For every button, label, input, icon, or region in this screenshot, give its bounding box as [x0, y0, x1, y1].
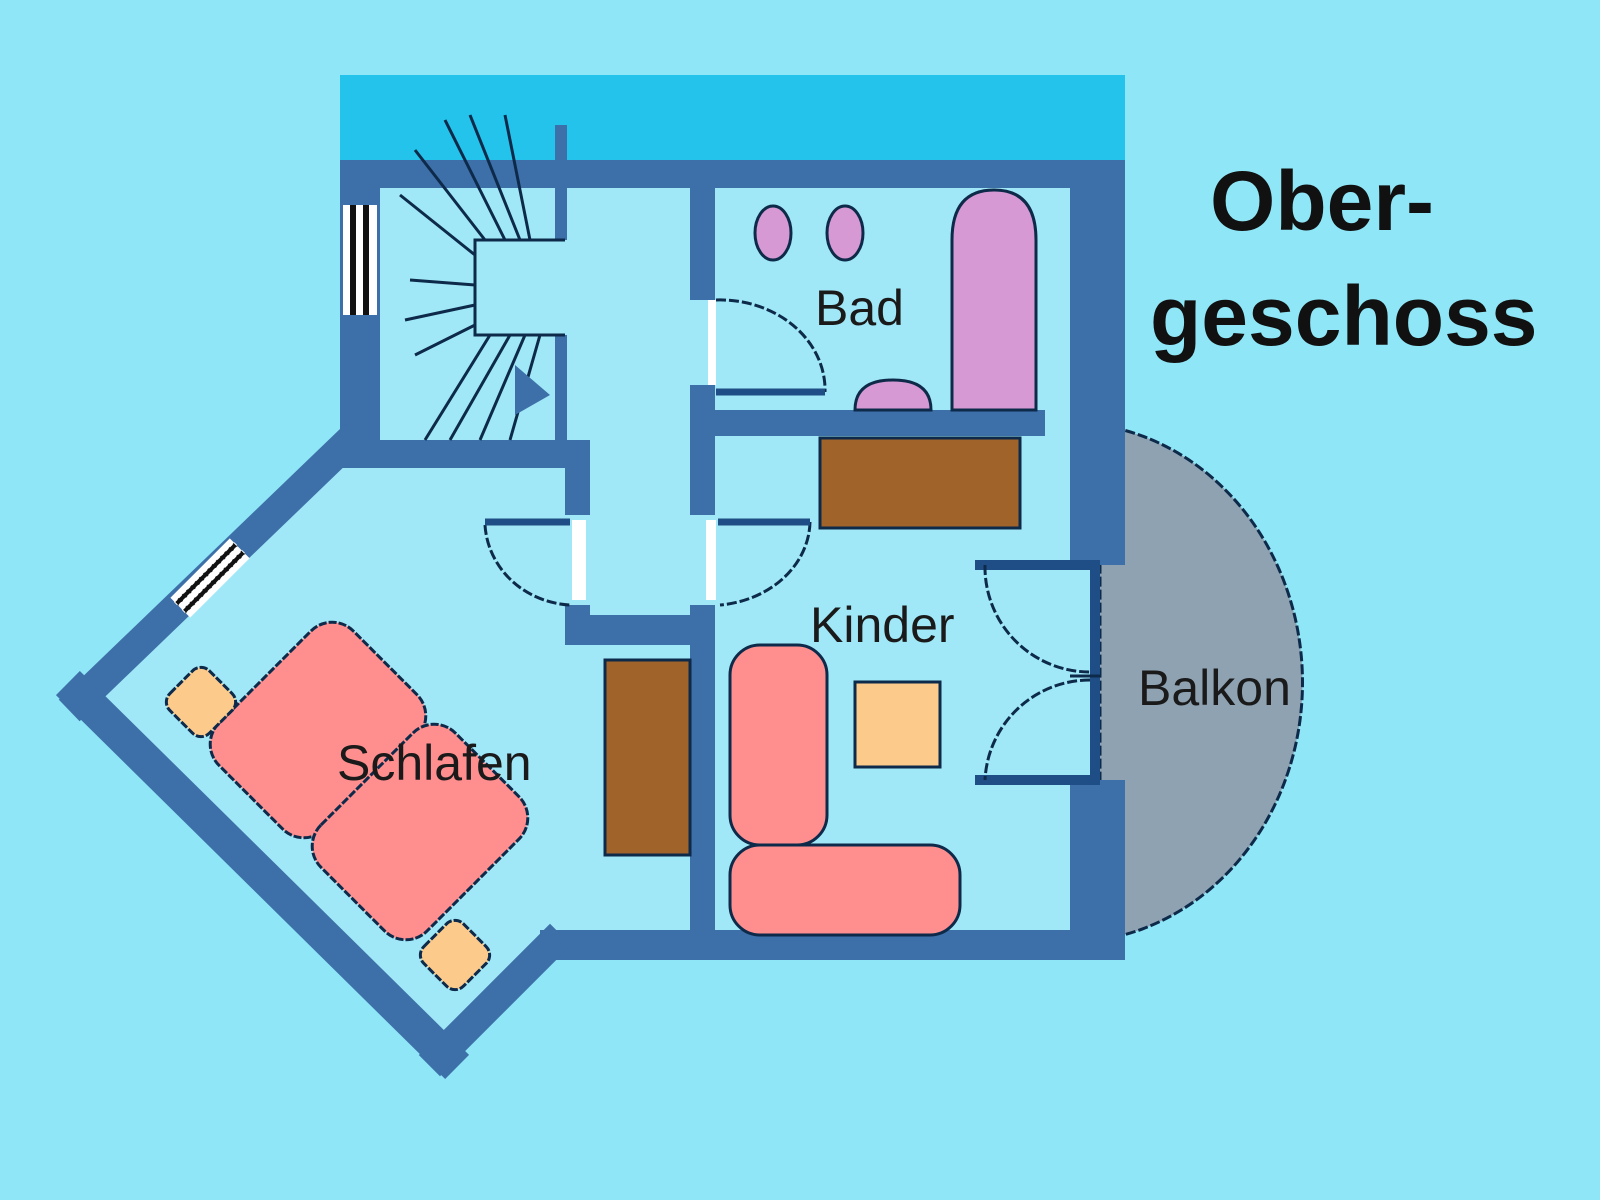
wardrobe-kinder — [818, 436, 1022, 530]
title-line-1: Ober- — [1210, 154, 1434, 248]
window-schlafen — [170, 538, 250, 618]
sink-right — [825, 204, 865, 262]
wardrobe-schlafen — [603, 658, 692, 857]
room-label-bad: Bad — [815, 280, 904, 336]
bed-vertical — [728, 643, 829, 847]
roof-strip — [340, 75, 1125, 165]
door-jambs — [572, 300, 716, 600]
door-swings — [483, 298, 1100, 781]
staircase — [399, 114, 565, 441]
double-bed — [208, 620, 530, 942]
room-label-kinder: Kinder — [810, 597, 955, 653]
toilet — [853, 378, 933, 412]
title-line-2: geschoss — [1150, 269, 1538, 363]
bathtub — [950, 188, 1038, 412]
bed-horizontal — [728, 843, 962, 937]
room-label-balkon: Balkon — [1138, 660, 1291, 716]
room-label-schlafen: Schlafen — [337, 735, 532, 791]
table — [853, 680, 942, 769]
kinder-furniture — [728, 643, 962, 937]
nightstands — [164, 665, 492, 992]
balcony-area — [1098, 423, 1304, 942]
interior-walls — [340, 125, 1100, 960]
sink-left — [753, 204, 793, 262]
bad-fixtures — [753, 188, 1038, 412]
window-stair — [343, 205, 377, 315]
